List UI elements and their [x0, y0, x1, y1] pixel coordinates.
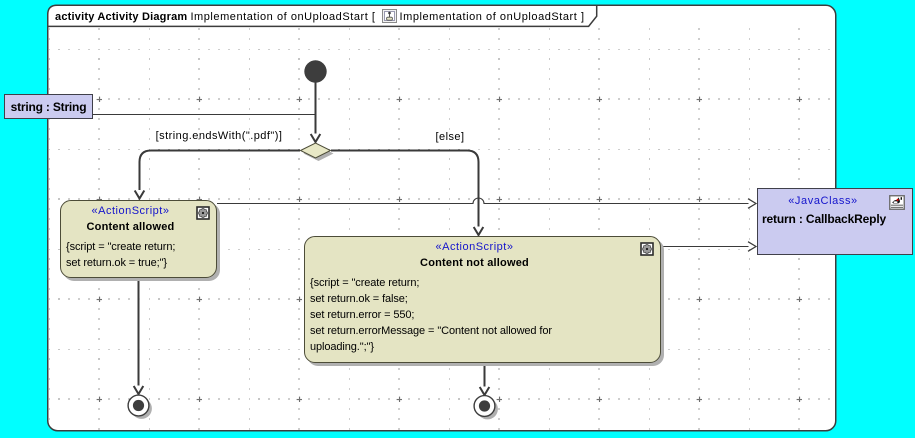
java-class-icon: [889, 195, 905, 210]
parameter-node-string-label: string : String: [10, 99, 87, 114]
final-node-right[interactable]: [473, 394, 498, 420]
frame-title-name-2: Implementation of onUploadStart ]: [399, 11, 585, 23]
final-node-left[interactable]: [127, 394, 152, 419]
edge-decision-to-not-allowed[interactable]: [331, 149, 485, 237]
edge-initial-to-decision[interactable]: [309, 82, 322, 144]
action-not-allowed-name: Content not allowed: [420, 257, 529, 269]
guard-label-else[interactable]: [else]: [435, 131, 465, 143]
frame-title-kind: activity Activity Diagram: [55, 11, 188, 23]
activity-diagram-icon: [381, 9, 397, 27]
action-not-allowed-script: {script = "create return; set return.ok …: [310, 277, 552, 353]
parameter-node-string[interactable]: string : String: [4, 94, 93, 119]
frame-label-pentagon[interactable]: [47, 4, 598, 28]
action-allowed-name: Content allowed: [86, 221, 175, 233]
frame-title: activity Activity Diagram Implementation…: [55, 9, 585, 23]
guard-label-pdf[interactable]: [string.endsWith(".pdf")]: [155, 130, 283, 142]
action-content-allowed[interactable]: «ActionScript» Content allowed {script =…: [60, 200, 217, 278]
action-allowed-stereotype: «ActionScript»: [91, 205, 170, 217]
parameter-node-return-label: return : CallbackReply: [761, 212, 887, 226]
script-gear-icon: [196, 206, 210, 220]
edge-allowed-to-final[interactable]: [132, 278, 145, 396]
edge-decision-to-allowed[interactable]: [133, 149, 300, 201]
parameter-node-return-stereotype: «JavaClass»: [788, 195, 858, 207]
action-content-not-allowed[interactable]: «ActionScript» Content not allowed {scri…: [304, 236, 661, 363]
action-allowed-script: {script = "create return; set return.ok …: [66, 241, 176, 269]
edge-allowed-to-return[interactable]: [217, 197, 758, 209]
script-gear-icon: [640, 242, 654, 256]
initial-node[interactable]: [304, 60, 327, 83]
decision-node[interactable]: [299, 142, 334, 161]
frame-title-name-1: Implementation of onUploadStart [: [190, 11, 376, 23]
action-not-allowed-stereotype: «ActionScript»: [435, 241, 514, 253]
edge-not-allowed-to-return[interactable]: [661, 241, 758, 252]
parameter-node-return[interactable]: «JavaClass» return : CallbackReply: [757, 188, 913, 255]
